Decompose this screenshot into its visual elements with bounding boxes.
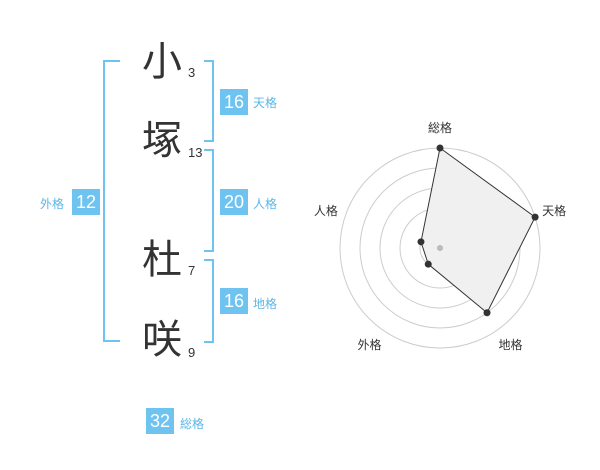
tenkaku-bracket <box>204 60 214 142</box>
radar-axis-label-5: 人格 <box>314 203 338 218</box>
radar-point-3 <box>483 309 491 317</box>
radar-axis-label-1: 総格 <box>428 120 452 135</box>
radar-point-4 <box>424 260 432 268</box>
name-char-3: 杜 <box>142 237 182 283</box>
radar-polygon <box>420 147 536 314</box>
jinkaku-bracket <box>204 149 214 252</box>
radar-axis-label-2: 天格 <box>542 203 566 218</box>
chikaku-label: 地格 <box>253 297 278 311</box>
jinkaku-score-badge: 20 <box>220 189 248 215</box>
name-char-2: 塚 <box>142 118 182 164</box>
gaikaku-label: 外格 <box>40 197 65 211</box>
soukaku-score-badge: 32 <box>146 408 174 434</box>
stroke-count-4: 9 <box>188 345 196 360</box>
gaikaku-bracket <box>103 60 120 342</box>
gaikaku-score-badge: 12 <box>72 189 100 215</box>
chikaku-bracket <box>204 259 214 343</box>
radar-point-5 <box>417 238 425 246</box>
stroke-count-3: 7 <box>188 263 196 278</box>
stroke-count-2: 13 <box>188 145 203 160</box>
radar-center-dot <box>437 245 443 251</box>
tenkaku-label: 天格 <box>253 96 278 110</box>
stroke-count-1: 3 <box>188 65 196 80</box>
name-char-1: 小 <box>142 39 182 85</box>
tenkaku-score-badge: 16 <box>220 89 248 115</box>
radar-axis-label-4: 外格 <box>357 337 381 352</box>
chikaku-score-badge: 16 <box>220 288 248 314</box>
radar-axis-label-3: 地格 <box>499 337 523 352</box>
radar-point-2 <box>531 213 539 221</box>
jinkaku-label: 人格 <box>253 197 278 211</box>
name-char-4: 咲 <box>142 317 182 363</box>
soukaku-label: 総格 <box>180 417 205 431</box>
radar-point-1 <box>436 144 444 152</box>
radar-shape <box>417 144 539 317</box>
